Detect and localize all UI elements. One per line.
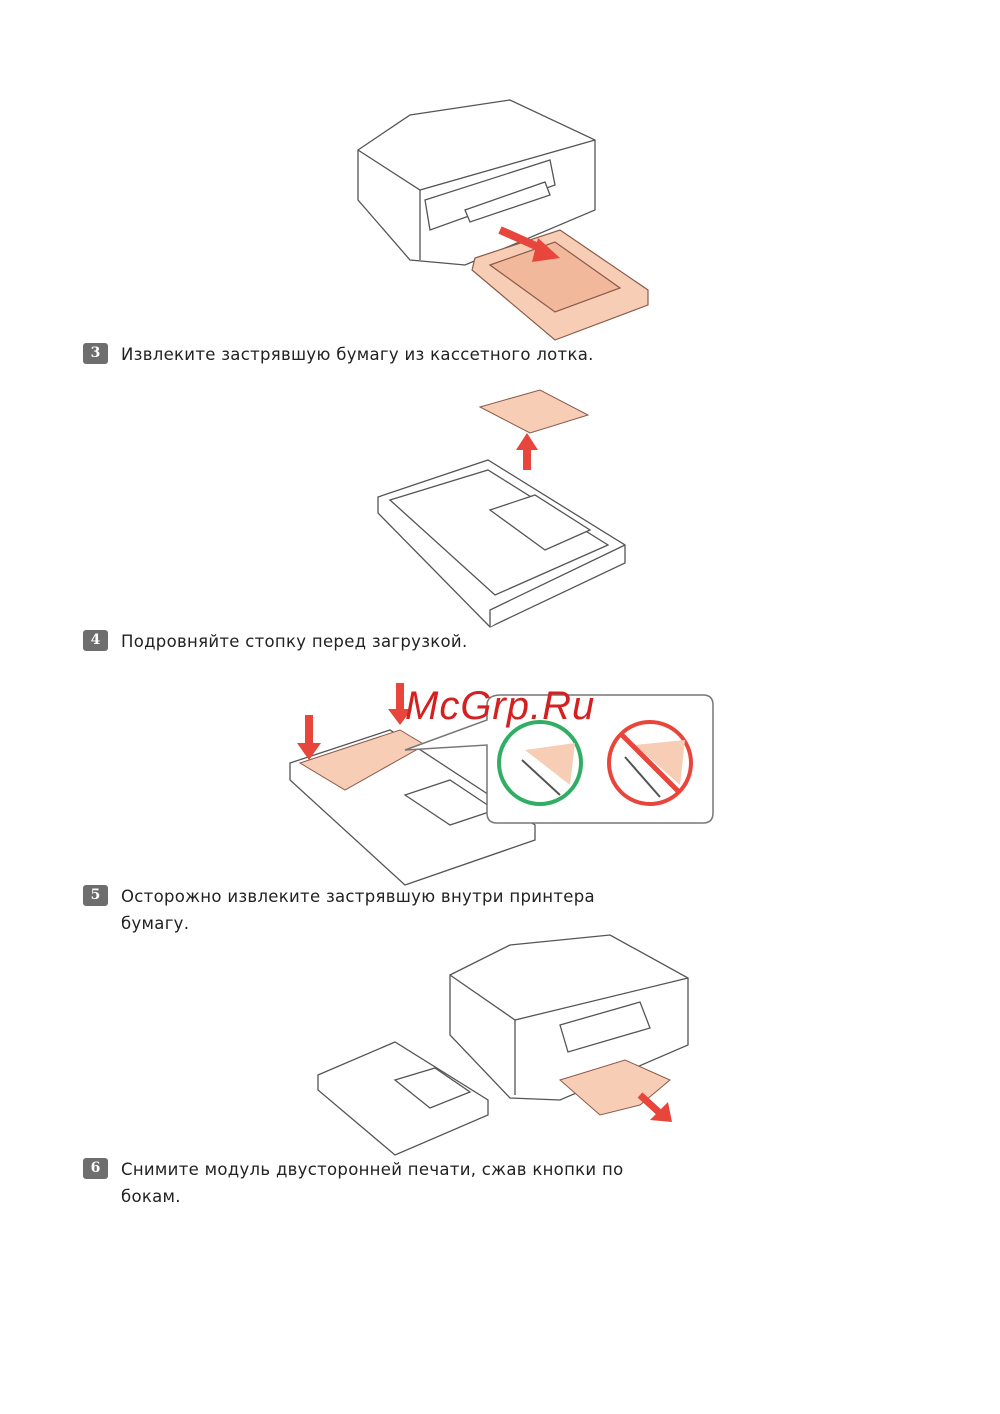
step-text: Подровняйте стопку перед загрузкой. xyxy=(121,632,468,651)
step-text: Извлеките застрявшую бумагу из кассетног… xyxy=(121,345,594,364)
step-text: Снимите модуль двусторонней печати, сжав… xyxy=(121,1160,624,1206)
remove-paper-from-printer-illustration xyxy=(317,934,689,1156)
step-text: Осторожно извлеките застрявшую внутри пр… xyxy=(121,887,595,933)
remove-paper-from-cassette-illustration xyxy=(377,389,626,628)
step-number-badge: 6 xyxy=(83,1158,108,1179)
watermark: McGrp.Ru xyxy=(405,684,596,728)
step-number-badge: 4 xyxy=(83,630,108,651)
printer-remove-cassette-illustration xyxy=(357,99,649,341)
step-number-badge: 3 xyxy=(83,343,108,364)
step-4: 4 Подровняйте стопку перед загрузкой. xyxy=(83,628,643,655)
align-paper-stack-illustration xyxy=(289,683,714,886)
step-5: 5 Осторожно извлеките застрявшую внутри … xyxy=(83,883,643,937)
step-3: 3 Извлеките застрявшую бумагу из кассетн… xyxy=(83,341,643,368)
step-number-badge: 5 xyxy=(83,885,108,906)
step-6: 6 Снимите модуль двусторонней печати, сж… xyxy=(83,1156,643,1210)
